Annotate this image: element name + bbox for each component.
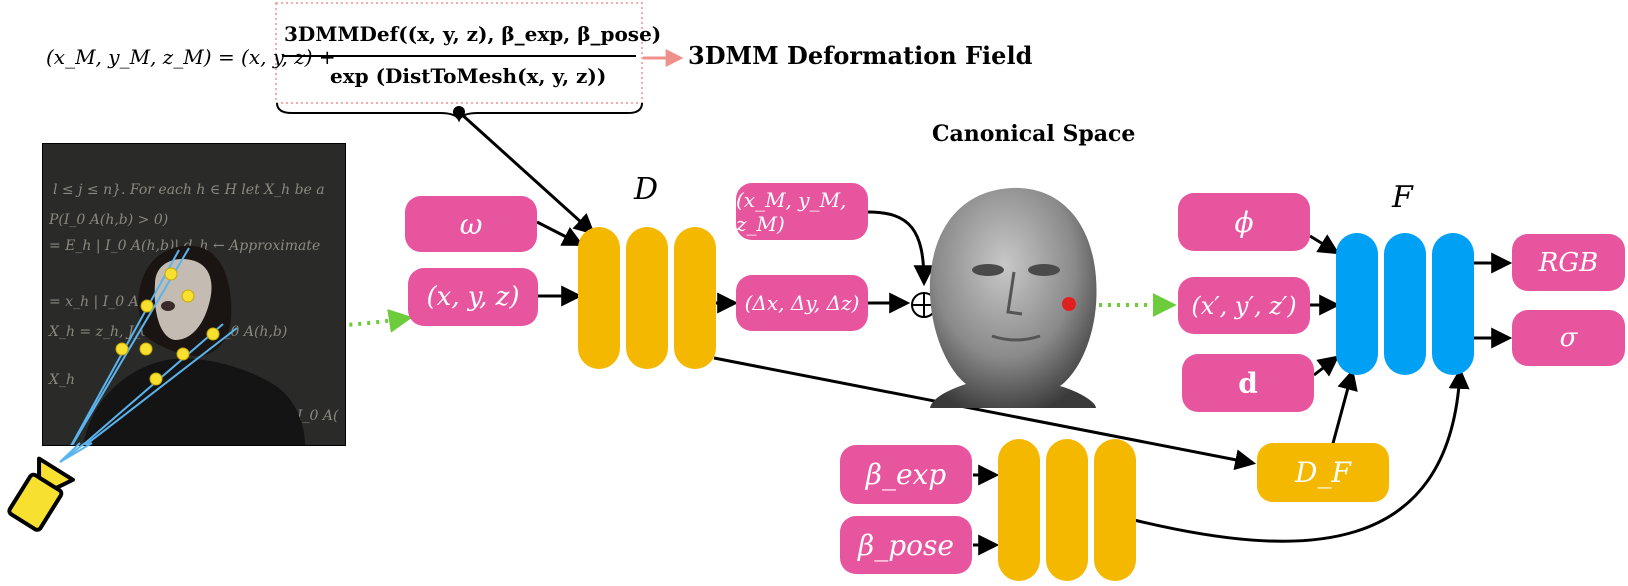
xm-box: (x_M, y_M, z_M) xyxy=(736,183,868,240)
phi-input: ϕ xyxy=(1178,193,1310,251)
network-d-label: D xyxy=(634,172,659,207)
beta-net-layer-3 xyxy=(1094,439,1136,581)
person-figure xyxy=(70,245,305,445)
underbrace xyxy=(276,102,643,123)
equation-denominator: exp (DistToMesh(x, y, z)) xyxy=(330,64,607,88)
dvec-input: d xyxy=(1182,354,1314,412)
network-d-layer-3 xyxy=(674,227,716,369)
deformation-field-label: 3DMM Deformation Field xyxy=(688,41,1033,70)
rgb-output: RGB xyxy=(1512,234,1625,291)
beta-net-layer-2 xyxy=(1046,439,1088,581)
fraction-highlight-box xyxy=(275,2,643,104)
network-d-layer-2 xyxy=(626,227,668,369)
edge-omega-to-d xyxy=(536,220,584,246)
network-f-layer-2 xyxy=(1384,233,1426,375)
beta-exp-input: β_exp xyxy=(840,445,972,504)
df-box: D_F xyxy=(1257,443,1389,502)
beta-pose-input: β_pose xyxy=(840,516,972,574)
edge-xm-to-oplus xyxy=(867,210,935,287)
equation-numerator: 3DMMDef((x, y, z), β_exp, β_pose) xyxy=(284,22,662,46)
chalkboard-text-1: l ≤ j ≤ n}. For each h ∈ H let X_h be a xyxy=(53,182,325,198)
edge-dvec-to-f xyxy=(1313,355,1340,377)
edge-d-to-df xyxy=(713,356,1257,471)
network-f-label: F xyxy=(1392,180,1413,215)
chalkboard-text-3: = E_h | I_0 A(h,b)| d_h ← Approximate xyxy=(49,238,321,254)
chalkboard-text-2: P(I_0 A(h,b) > 0) xyxy=(49,212,169,228)
chalkboard-text-6: X_h xyxy=(49,372,75,388)
chalkboard-text-7: I_0 A( xyxy=(297,408,339,424)
sigma-output: σ xyxy=(1512,310,1625,366)
xyz-input: (x, y, z) xyxy=(408,268,538,326)
fraction-bar xyxy=(282,55,636,57)
equation-lhs: (x_M, y_M, z_M) = (x, y, z) + xyxy=(46,45,336,69)
network-f-layer-1 xyxy=(1336,233,1378,375)
xprime-input: (x′, y′, z′) xyxy=(1178,277,1310,334)
omega-input: ω xyxy=(405,196,537,252)
canonical-space-label: Canonical Space xyxy=(932,121,1136,147)
edge-deformation-to-d xyxy=(457,110,596,235)
edge-phi-to-f xyxy=(1309,234,1340,255)
edge-beta-net-to-f xyxy=(1133,367,1470,543)
input-photo: l ≤ j ≤ n}. For each h ∈ H let X_h be a … xyxy=(42,143,346,446)
network-d-layer-1 xyxy=(578,227,620,369)
edge-df-to-f xyxy=(1330,368,1358,448)
delta-box: (Δx, Δy, Δz) xyxy=(736,275,868,331)
beta-net-layer-1 xyxy=(998,439,1040,581)
network-f-layer-3 xyxy=(1432,233,1474,375)
